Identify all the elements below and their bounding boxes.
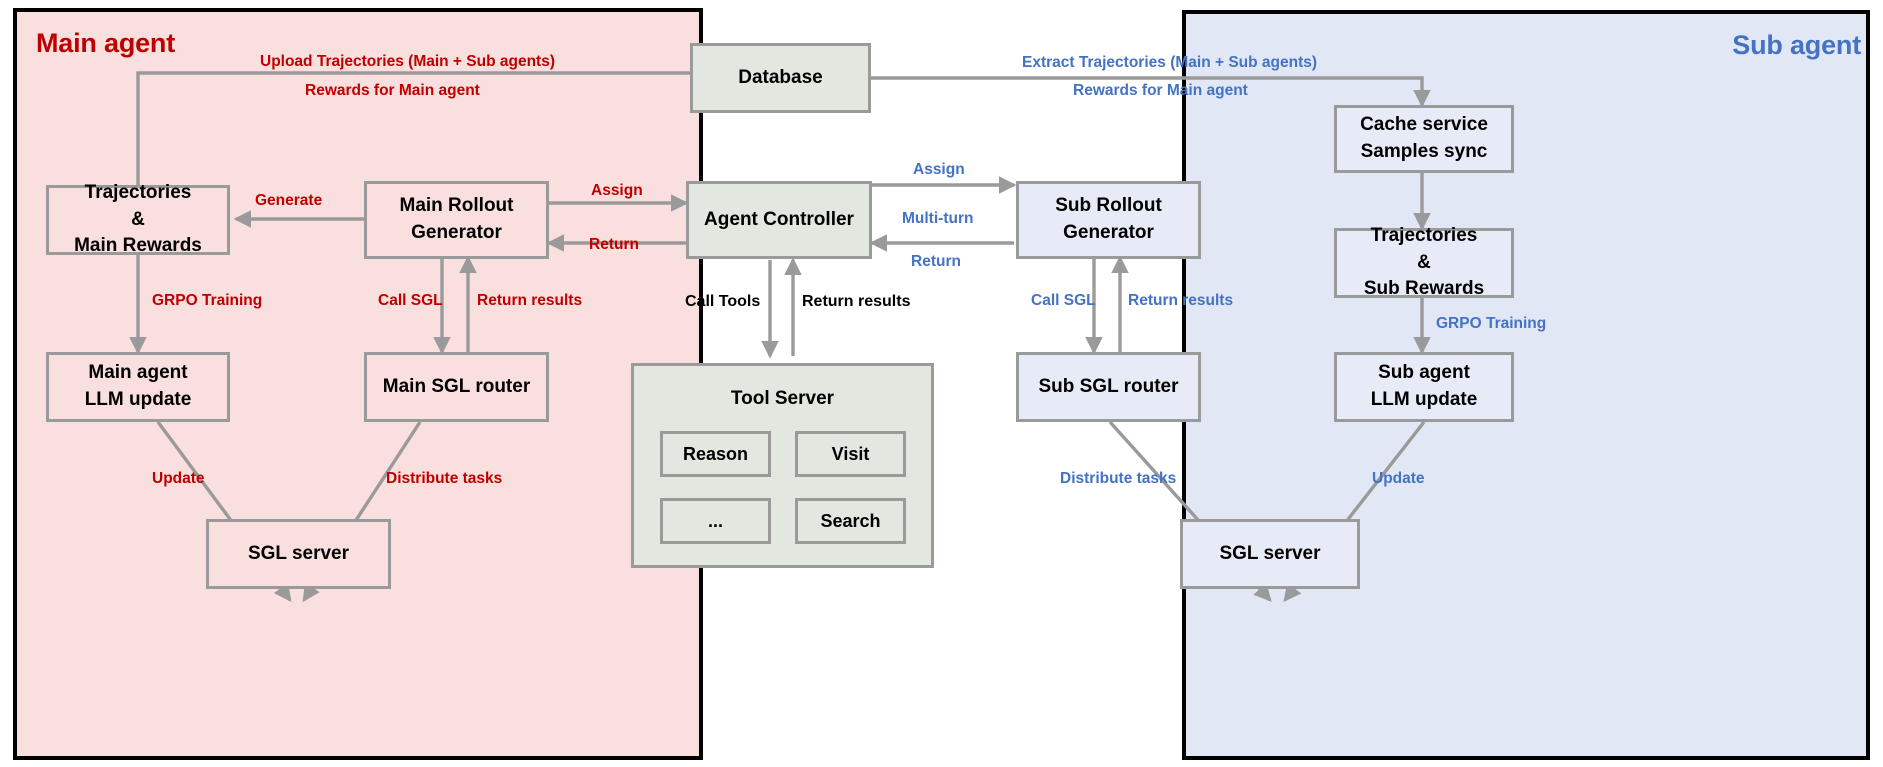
tool-chip-more[interactable]: ... [660,498,771,544]
label-main-update: Update [152,470,205,487]
box-database-line1: Database [738,66,823,88]
label-rewards-for-main-agent-right: Rewards for Main agent [1073,82,1248,99]
box-main-sgl-router-line1: Main SGL router [382,375,531,397]
box-sub-rollout-line2: Generator [1063,222,1154,243]
box-agent-controller-line1: Agent Controller [704,208,854,230]
label-sub-distribute-tasks: Distribute tasks [1060,470,1177,487]
box-main-rollout-generator[interactable]: Main Rollout Generator [364,181,549,259]
label-rewards-for-main-agent-left: Rewards for Main agent [305,82,480,99]
box-main-trajectories[interactable]: Trajectories & Main Rewards [46,182,230,256]
label-main-grpo-training: GRPO Training [152,292,263,309]
box-database[interactable]: Database [690,43,871,113]
box-sub-llm-update[interactable]: Sub agent LLM update [1334,352,1514,422]
label-sub-return: Return [911,253,961,270]
label-main-call-sgl: Call SGL [378,292,443,309]
tool-chip-visit[interactable]: Visit [795,431,906,477]
tool-chip-reason-label: Reason [682,443,749,464]
label-sub-update: Update [1372,470,1425,487]
box-sub-trajectories-line2: & [1417,251,1431,273]
box-main-sgl-server-line1: SGL server [247,542,350,564]
box-sub-sgl-router-line1: Sub SGL router [1038,375,1179,397]
box-main-trajectories-line3: Main Rewards [74,235,202,257]
box-sub-sgl-server[interactable]: SGL server [1180,519,1360,589]
label-extract-trajectories: Extract Trajectories (Main + Sub agents) [1022,54,1318,71]
label-multi-turn: Multi-turn [902,210,974,227]
box-main-trajectories-line2: & [131,208,145,230]
box-main-rollout-line2: Generator [411,222,502,243]
tool-chip-visit-label: Visit [831,443,870,464]
box-tool-server-title: Tool Server [730,388,835,409]
sub-agent-panel [1182,10,1870,760]
box-sub-trajectories[interactable]: Trajectories & Sub Rewards [1334,225,1514,299]
label-tools-return-results: Return results [802,293,911,310]
label-generate: Generate [255,192,323,209]
box-main-sgl-server[interactable]: SGL server [206,519,391,589]
box-main-llm-update-line2: LLM update [84,389,192,410]
label-main-return-results: Return results [477,292,583,309]
label-main-distribute-tasks: Distribute tasks [386,470,503,487]
label-sub-call-sgl: Call SGL [1031,292,1096,309]
sub-agent-panel-title: Sub agent [1732,30,1861,60]
box-sub-rollout-generator[interactable]: Sub Rollout Generator [1016,181,1201,259]
box-main-trajectories-line1: Trajectories [84,181,192,203]
label-main-return: Return [589,236,639,253]
box-sub-rollout-line1: Sub Rollout [1055,195,1162,217]
label-sub-grpo-training: GRPO Training [1436,315,1547,332]
box-main-sgl-router[interactable]: Main SGL router [364,352,549,422]
box-sub-llm-update-line1: Sub agent [1378,362,1470,384]
box-sub-sgl-server-line1: SGL server [1219,542,1321,564]
tool-chip-reason[interactable]: Reason [660,431,771,477]
label-sub-return-results: Return results [1128,292,1234,309]
box-main-llm-update-line1: Main agent [88,362,188,384]
box-cache-service-line2: Samples sync [1360,141,1488,162]
main-agent-panel-title: Main agent [36,28,176,58]
box-main-llm-update[interactable]: Main agent LLM update [46,352,230,422]
tool-chip-search-label: Search [820,510,881,531]
box-cache-service[interactable]: Cache service Samples sync [1334,105,1514,173]
box-cache-service-line1: Cache service [1360,114,1488,136]
label-sub-assign: Assign [913,161,965,178]
box-sub-sgl-router[interactable]: Sub SGL router [1016,352,1201,422]
box-sub-llm-update-line2: LLM update [1370,389,1478,410]
box-agent-controller[interactable]: Agent Controller [686,181,872,259]
label-upload-trajectories: Upload Trajectories (Main + Sub agents) [260,53,555,70]
box-sub-trajectories-line1: Trajectories [1370,224,1478,246]
box-main-rollout-line1: Main Rollout [399,195,514,217]
box-sub-trajectories-line3: Sub Rewards [1363,278,1485,300]
tool-chip-search[interactable]: Search [795,498,906,544]
tool-chip-more-label: ... [707,510,723,531]
label-call-tools: Call Tools [685,293,761,310]
label-main-assign: Assign [591,182,643,199]
